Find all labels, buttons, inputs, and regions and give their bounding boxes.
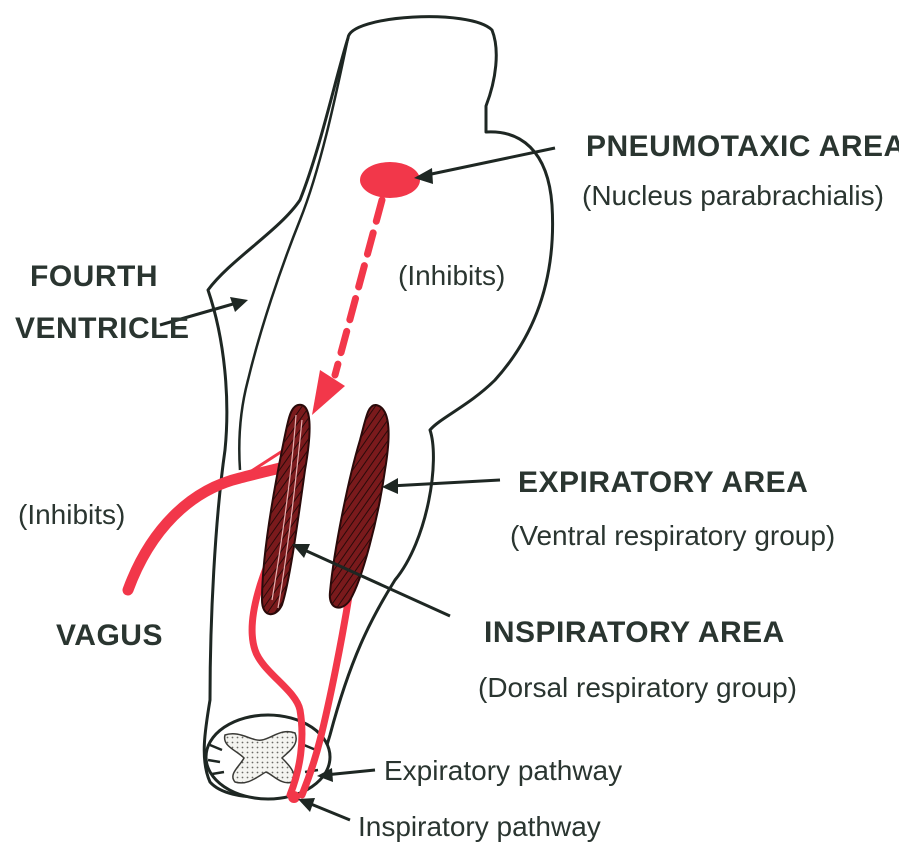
pneumotaxic-area-label: PNEUMOTAXIC AREA — [586, 130, 899, 163]
inhibits-lower-label: (Inhibits) — [18, 499, 125, 530]
inspiratory-subtitle: (Dorsal respiratory group) — [478, 672, 797, 703]
fourth-ventricle-label-line1: FOURTH — [30, 260, 158, 293]
expiratory-pathway-label: Expiratory pathway — [384, 755, 622, 786]
fourth-ventricle-label-line2: VENTRICLE — [15, 312, 190, 345]
inspiratory-area-label: INSPIRATORY AREA — [484, 616, 785, 649]
expiratory-area-label: EXPIRATORY AREA — [518, 466, 808, 499]
vagus-label: VAGUS — [56, 619, 163, 652]
inhibits-upper-label: (Inhibits) — [398, 260, 505, 291]
pathway-terminal — [288, 791, 300, 803]
pneumotaxic-subtitle: (Nucleus parabrachialis) — [582, 180, 884, 211]
expiratory-subtitle: (Ventral respiratory group) — [510, 520, 835, 551]
inspiratory-pathway-label: Inspiratory pathway — [358, 811, 601, 842]
pneumotaxic-nucleus — [360, 162, 420, 198]
